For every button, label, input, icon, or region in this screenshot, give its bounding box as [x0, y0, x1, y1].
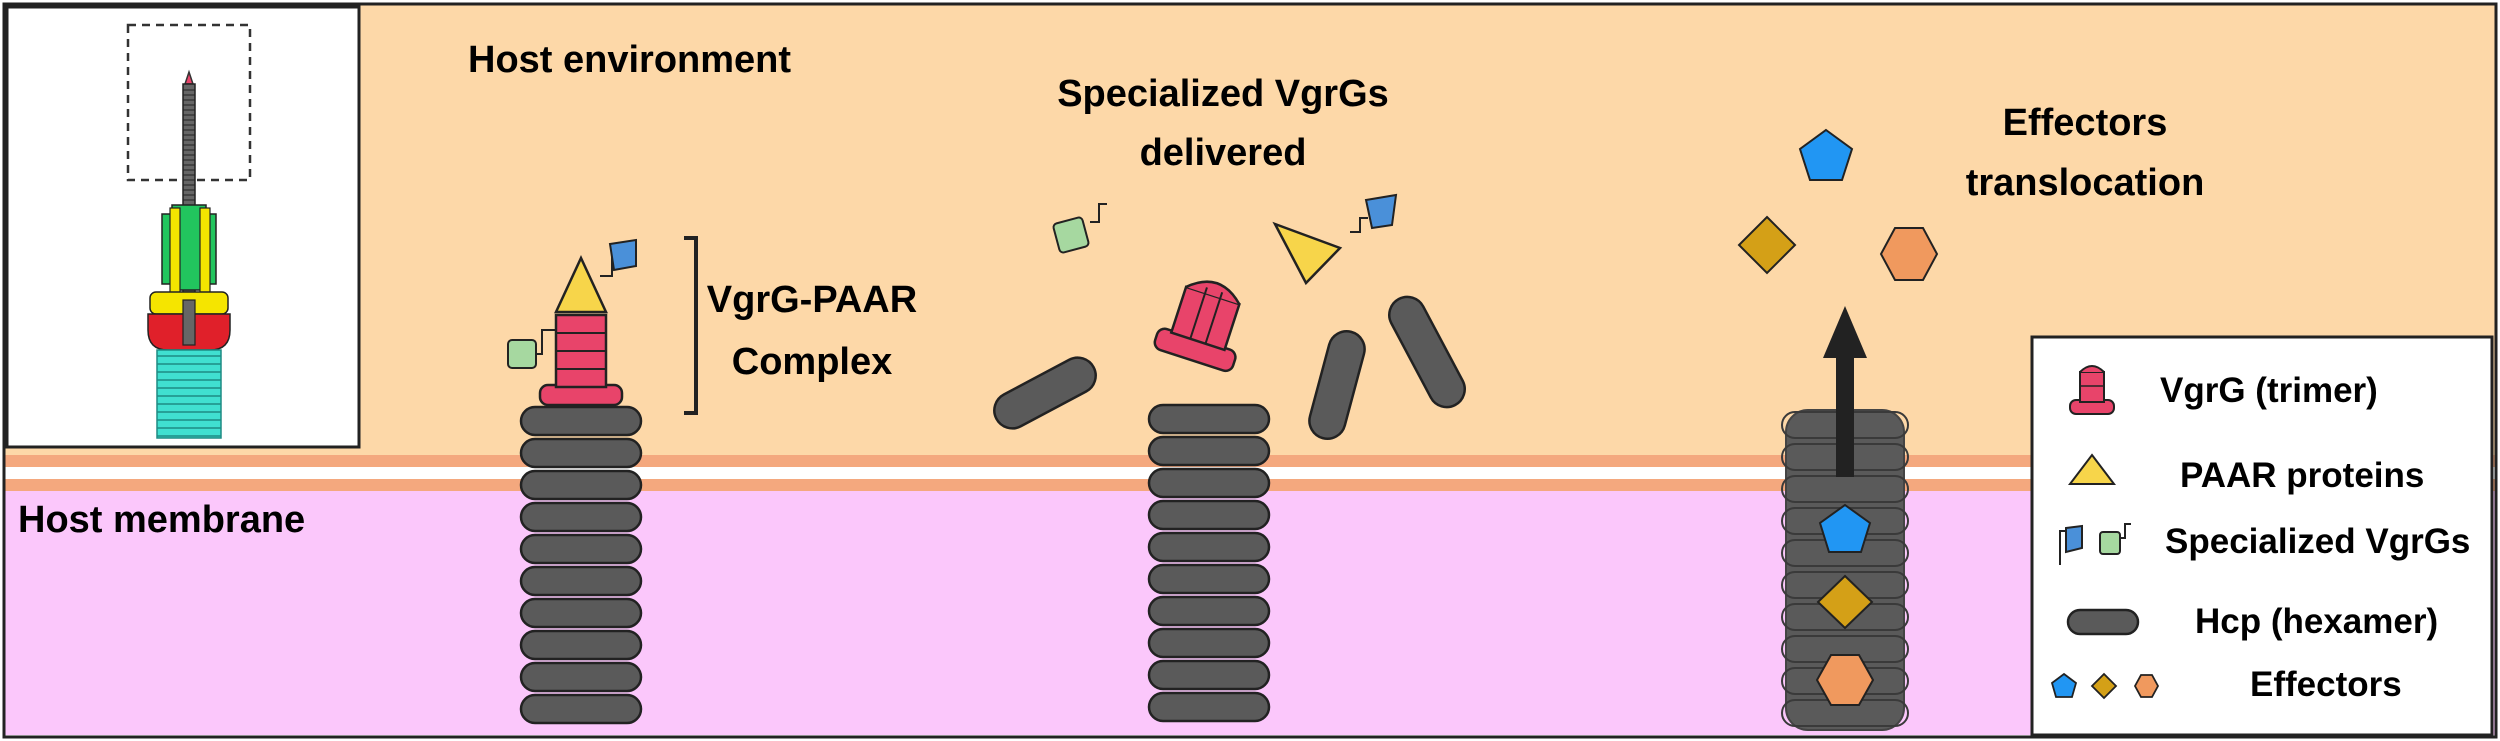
- hcp-ring: [1147, 499, 1271, 531]
- flag-connector-green: [534, 329, 556, 355]
- channel-effector-pentagon: [1818, 503, 1872, 553]
- inset-channel-stripes: [157, 355, 221, 437]
- hcp-tube-stack-2: [1147, 403, 1271, 723]
- legend-label-hcp: Hcp (hexamer): [2195, 602, 2438, 641]
- released-effector-pentagon: [1798, 128, 1854, 181]
- hcp-ring: [519, 565, 643, 597]
- hcp-ring: [1147, 467, 1271, 499]
- hcp-ring: [519, 501, 643, 533]
- legend-label-specialized: Specialized VgrGs: [2165, 522, 2470, 561]
- released-vgrg-stripe: [1204, 292, 1224, 345]
- hcp-ring: [519, 629, 643, 661]
- inset-channel: [156, 349, 222, 439]
- hcp-ring: [519, 661, 643, 693]
- released-effector-hexagon: [1879, 227, 1939, 281]
- hcp-ring: [519, 437, 643, 469]
- hcp-ring: [1147, 403, 1271, 435]
- legend-label-effectors: Effectors: [2250, 665, 2402, 704]
- inset-t6ss-panel: [5, 5, 361, 449]
- released-blue-flag-connector: [1350, 217, 1368, 233]
- effectors-label-line1: Effectors: [2003, 102, 2168, 144]
- hcp-ring: [519, 405, 643, 437]
- hcp-ring: [1147, 531, 1271, 563]
- released-vgrg: [1153, 280, 1241, 373]
- released-green-flag: [1052, 216, 1090, 254]
- arrow-head: [1823, 306, 1867, 358]
- specialized-vgrg-blue-flag: [608, 238, 637, 272]
- hcp-ring: [1147, 691, 1271, 723]
- inset-inner-tube: [182, 299, 196, 346]
- paar-protein: [554, 255, 608, 314]
- legend-label-paar: PAAR proteins: [2180, 456, 2424, 495]
- vgrg-trimer-icon: [2069, 365, 2115, 415]
- released-vgrg-stripe: [1189, 287, 1208, 340]
- hcp-ring: [1147, 595, 1271, 627]
- paar-triangle-icon: [2067, 453, 2117, 485]
- hcp-ring: [519, 533, 643, 565]
- hcp-tube-stack-1: [519, 405, 643, 725]
- hcp-capsule-icon: [2066, 608, 2140, 636]
- hcp-ring: [519, 597, 643, 629]
- channel-effector-hexagon: [1815, 654, 1875, 706]
- released-effector-diamond: [1737, 215, 1797, 275]
- hcp-ring: [1147, 435, 1271, 467]
- released-vgrg-top: [1185, 280, 1241, 305]
- released-green-flag-connector: [1090, 203, 1107, 223]
- legend-label-vgrg: VgrG (trimer): [2160, 371, 2378, 410]
- specialized-vgrg-green-flag: [507, 339, 537, 369]
- free-hcp-2: [1308, 330, 1366, 440]
- hcp-ring: [519, 469, 643, 501]
- arrow-shaft: [1836, 355, 1854, 477]
- translocation-arrow: [1823, 306, 1867, 477]
- released-blue-flag: [1364, 193, 1398, 230]
- effector-shapes-icon: [2050, 672, 2160, 700]
- vgrg-paar-complex: [507, 238, 637, 407]
- host-environment-label: Host environment: [468, 39, 791, 81]
- effectors-label-line2: translocation: [1966, 162, 2205, 204]
- inset-baseplate-column-left: [169, 207, 181, 299]
- hcp-ring: [1147, 627, 1271, 659]
- vgrg-paar-label-line1: VgrG-PAAR: [707, 279, 917, 321]
- specialized-vgrgs-label-line2: delivered: [1140, 132, 1307, 174]
- hcp-ring: [519, 693, 643, 725]
- legend: VgrG (trimer) PAAR proteins Specialized …: [2030, 335, 2494, 737]
- specialized-vgrgs-label-line1: Specialized VgrGs: [1057, 73, 1389, 115]
- free-hcp-1: [993, 356, 1097, 430]
- released-paar: [1272, 221, 1343, 286]
- complex-bracket: [684, 236, 698, 415]
- hcp-ring: [1147, 563, 1271, 595]
- host-membrane-label: Host membrane: [18, 499, 305, 541]
- channel-effector-diamond: [1816, 574, 1874, 630]
- free-hcp-3: [1388, 295, 1466, 409]
- specialized-vgrg-flags-icon: [2059, 523, 2131, 565]
- vgrg-paar-label-line2: Complex: [732, 341, 892, 383]
- hcp-ring: [1147, 659, 1271, 691]
- inset-baseplate-column-right: [199, 207, 211, 299]
